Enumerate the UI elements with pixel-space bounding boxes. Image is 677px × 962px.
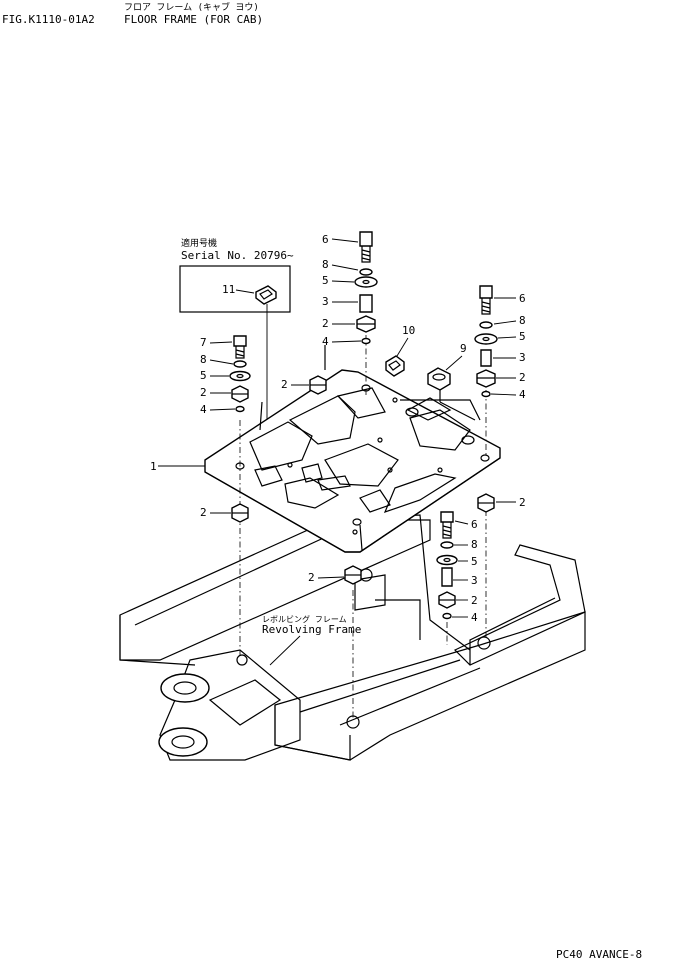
callout-3-a: 3 xyxy=(322,295,329,308)
serial-box-frame xyxy=(179,265,291,313)
footer-model: PC40 AVANCE-8 xyxy=(556,948,642,958)
callout-2-f: 2 xyxy=(200,506,207,519)
callout-2-b: 2 xyxy=(519,371,526,384)
floor-frame-plate xyxy=(204,345,501,553)
callout-10: 10 xyxy=(402,324,415,337)
callout-7: 7 xyxy=(200,336,207,349)
revolving-frame-label: Revolving Frame xyxy=(262,623,361,636)
callout-2-c: 2 xyxy=(200,386,207,399)
revolving-frame xyxy=(119,514,586,761)
callout-1: 1 xyxy=(150,460,157,473)
callout-8-b: 8 xyxy=(519,314,526,327)
callout-4-d: 4 xyxy=(471,611,478,624)
serial-japanese-label: 適用号機 xyxy=(181,237,217,249)
fig-number: FIG.K1110-01A2 xyxy=(2,13,95,26)
callout-5-b: 5 xyxy=(519,330,526,343)
hardware-stack-top-center xyxy=(354,231,378,345)
callout-2-d: 2 xyxy=(281,378,288,391)
callout-8-a: 8 xyxy=(322,258,329,271)
callout-6-b: 6 xyxy=(519,292,526,305)
callout-9: 9 xyxy=(460,342,467,355)
callout-5-c: 5 xyxy=(200,369,207,382)
callout-4-b: 4 xyxy=(519,388,526,401)
callout-5-d: 5 xyxy=(471,555,478,568)
serial-number-label: Serial No. 20796~ xyxy=(181,249,294,262)
part-10-grommet xyxy=(385,355,405,377)
japanese-title: フロア フレーム (キャブ ヨウ) xyxy=(124,1,259,13)
part-2-mount-right xyxy=(477,493,495,513)
part-11-grommet xyxy=(255,285,277,305)
callout-3-b: 3 xyxy=(519,351,526,364)
callout-11: 11 xyxy=(222,283,235,296)
callout-5-a: 5 xyxy=(322,274,329,287)
part-2-mount-center xyxy=(344,565,362,585)
callout-8-c: 8 xyxy=(200,353,207,366)
hardware-stack-lower-right xyxy=(436,511,458,620)
callout-6-a: 6 xyxy=(322,233,329,246)
part-9-grommet xyxy=(427,367,451,391)
revolving-frame-japanese: レボルビング フレーム xyxy=(262,614,347,624)
callout-2-g: 2 xyxy=(308,571,315,584)
callout-4-c: 4 xyxy=(200,403,207,416)
page-title: FLOOR FRAME (FOR CAB) xyxy=(124,13,263,26)
callout-2-e: 2 xyxy=(519,496,526,509)
callout-3-c: 3 xyxy=(471,574,478,587)
callout-6-c: 6 xyxy=(471,518,478,531)
callout-8-d: 8 xyxy=(471,538,478,551)
callout-2-h: 2 xyxy=(471,594,478,607)
part-2-mount-lower-left xyxy=(231,503,249,523)
callout-4-a: 4 xyxy=(322,335,329,348)
callout-2-a: 2 xyxy=(322,317,329,330)
hardware-stack-top-right xyxy=(474,285,498,398)
hardware-stack-top-left xyxy=(229,335,251,413)
part-2-mount-left xyxy=(309,375,327,395)
